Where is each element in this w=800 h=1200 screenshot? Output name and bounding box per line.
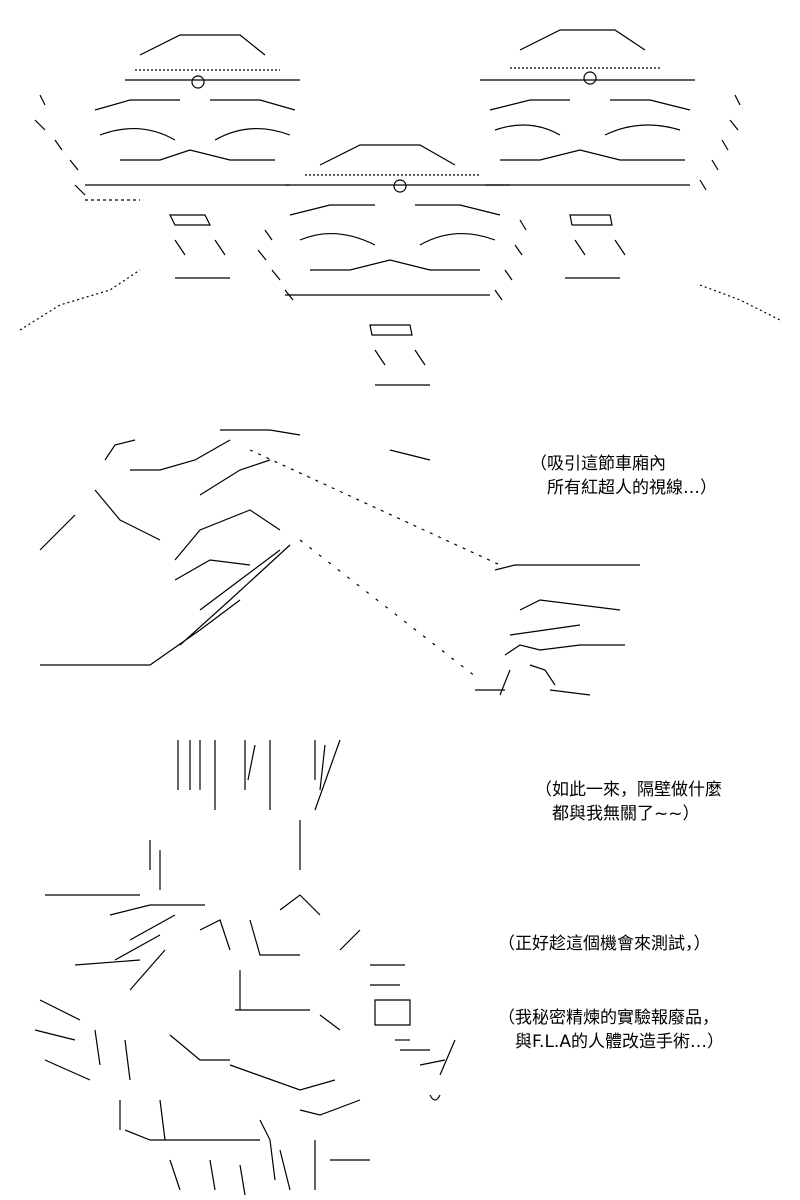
lab-figure-illustration <box>34 739 456 1196</box>
caption-not-care: （如此一來，隔壁做什麼 都與我無關了~~） <box>535 780 722 824</box>
center-face-figure <box>257 144 527 386</box>
three-faces-illustration <box>19 29 781 386</box>
panel-three-faces <box>0 0 800 400</box>
caption-attract-attention: （吸引這節車廂內 所有紅超人的視線…） <box>530 454 717 498</box>
panel-lab-figure: （如此一來，隔壁做什麼 都與我無關了~~） （正好趁這個機會來測試，） （我秘密… <box>0 720 800 1200</box>
caption-test-chance: （正好趁這個機會來測試，） <box>498 934 711 954</box>
panel-arm-motion: （吸引這節車廂內 所有紅超人的視線…） <box>0 400 800 720</box>
right-face-figure <box>480 29 781 321</box>
arm-motion-illustration <box>39 429 640 696</box>
caption-secret-product: （我秘密精煉的實驗報廢品， 與F.L.A的人體改造手術…） <box>498 1008 724 1052</box>
left-face-figure <box>19 34 300 331</box>
